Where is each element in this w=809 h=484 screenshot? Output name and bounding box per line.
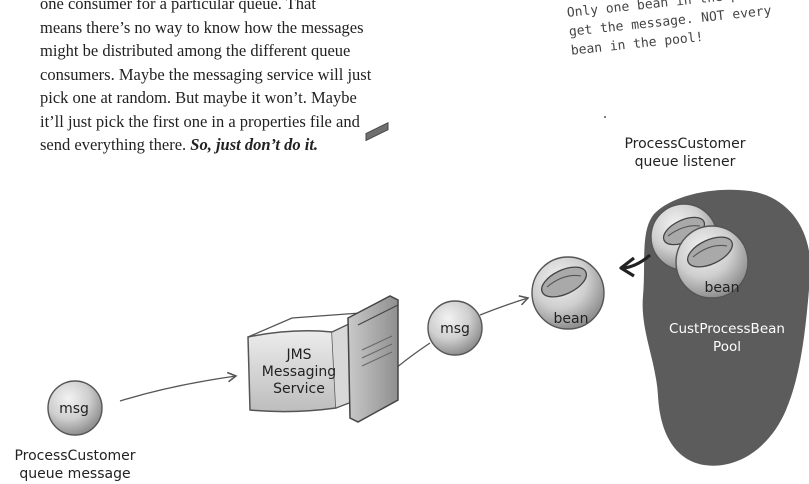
paragraph-line: means there’s no way to know how the mes… xyxy=(40,17,364,37)
queue-listener-label: ProcessCustomer queue listener xyxy=(600,135,770,171)
paragraph-line: pick one at random. But maybe it won’t. … xyxy=(40,88,357,107)
queue-message-line: ProcessCustomer xyxy=(14,448,136,464)
msg-left-node xyxy=(47,380,103,436)
pool-label-line: CustProcessBean xyxy=(669,321,785,337)
msg-middle-label: msg xyxy=(440,321,470,337)
stray-dot xyxy=(604,116,606,118)
server-tower-icon xyxy=(347,122,399,423)
server-to-msg-line xyxy=(395,342,431,369)
body-paragraph: one consumer for a particular queue. Tha… xyxy=(40,0,510,157)
msg-middle-node xyxy=(427,300,483,356)
msg-left-label: msg xyxy=(59,401,89,417)
paragraph-line: it’ll just pick the first one in a prope… xyxy=(40,111,360,131)
pool-bean-label: bean xyxy=(705,280,740,296)
bean-active-node xyxy=(531,256,605,330)
paragraph-line: one consumer for a particular queue. Tha… xyxy=(40,0,316,13)
jms-label-line: Service xyxy=(273,381,325,397)
pool-to-bean-arrow xyxy=(623,253,652,270)
jms-label-line: Messaging xyxy=(262,364,336,380)
pool-bean-front xyxy=(675,225,749,299)
paragraph-line: might be distributed among the different… xyxy=(40,41,351,60)
queue-listener-line: ProcessCustomer xyxy=(624,136,746,152)
msg-to-jms-arrow xyxy=(119,371,238,402)
jms-label-line: JMS xyxy=(285,347,311,363)
queue-listener-line: queue listener xyxy=(634,154,736,170)
pool-to-bean-arrowhead xyxy=(619,256,635,278)
queue-message-line: queue message xyxy=(19,466,131,482)
msg-to-bean-arrow xyxy=(479,295,530,316)
queue-message-label: ProcessCustomer queue message xyxy=(0,447,150,483)
paragraph-line: consumers. Maybe the messaging service w… xyxy=(40,64,372,84)
paragraph-plain-text: send everything there. xyxy=(40,135,191,154)
bean-active-label: bean xyxy=(554,311,589,327)
paragraph-emphasis: So, just don’t do it. xyxy=(190,135,319,154)
pool-label-line: Pool xyxy=(713,339,741,355)
paragraph-line-final: send everything there. So, just don’t do… xyxy=(40,133,510,157)
